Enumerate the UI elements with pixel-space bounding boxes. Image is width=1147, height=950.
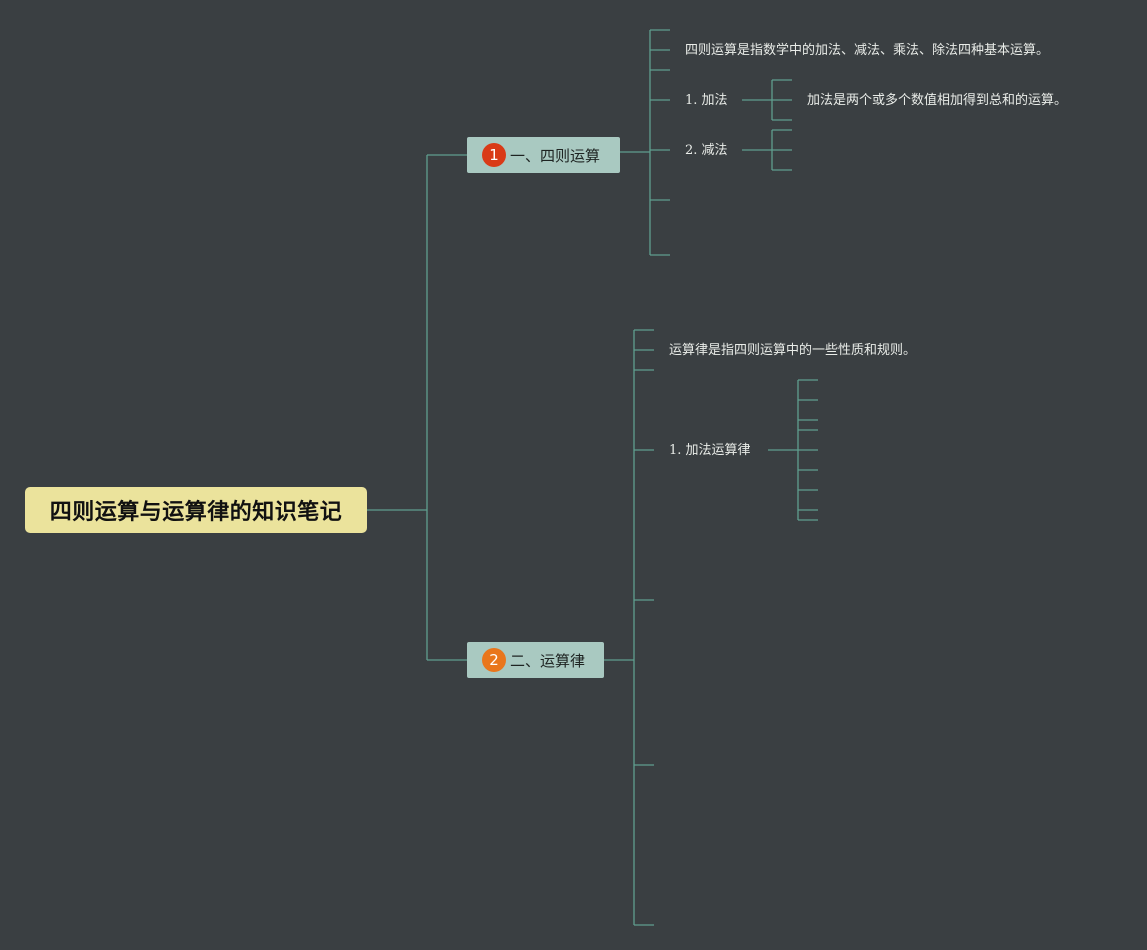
subtopic-number: 1. bbox=[685, 93, 698, 108]
subtopic-number: 1. bbox=[669, 443, 682, 458]
priority-1-marker-icon: 1 bbox=[482, 143, 506, 167]
subtopic-addition-laws[interactable]: 1. 加法运算律 bbox=[669, 443, 751, 459]
subtopic-label: 加法 bbox=[701, 93, 728, 108]
topic-label: 一、四则运算 bbox=[510, 146, 601, 165]
four-operations-definition[interactable]: 四则运算是指数学中的加法、减法、乘法、除法四种基本运算。 bbox=[685, 43, 1050, 58]
subtopic-subtraction[interactable]: 2. 减法 bbox=[685, 143, 728, 159]
topic-operation-laws[interactable]: 2 二、运算律 bbox=[467, 642, 604, 678]
topic-label: 二、运算律 bbox=[510, 651, 586, 670]
operation-laws-definition[interactable]: 运算律是指四则运算中的一些性质和规则。 bbox=[669, 343, 917, 358]
subtopic-label: 加法运算律 bbox=[685, 443, 751, 458]
root-node[interactable]: 四则运算与运算律的知识笔记 bbox=[25, 487, 367, 533]
subtopic-label: 减法 bbox=[701, 143, 728, 158]
subtopic-number: 2. bbox=[685, 143, 698, 158]
addition-definition[interactable]: 加法是两个或多个数值相加得到总和的运算。 bbox=[807, 93, 1068, 108]
root-title: 四则运算与运算律的知识笔记 bbox=[49, 500, 343, 525]
subtopic-addition[interactable]: 1. 加法 bbox=[685, 93, 728, 109]
topic-four-operations[interactable]: 1 一、四则运算 bbox=[467, 137, 620, 173]
priority-2-marker-icon: 2 bbox=[482, 648, 506, 672]
